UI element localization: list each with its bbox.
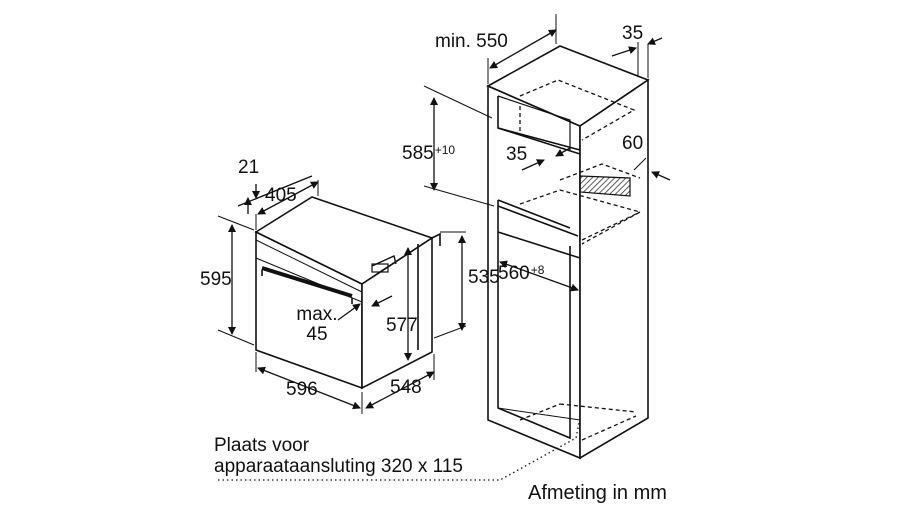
- cabinet-dim-585: 585+10: [402, 143, 456, 164]
- cabinet-hidden-lines: [519, 79, 642, 441]
- cabinet-dim-585-tol: +10: [434, 143, 456, 157]
- oven-dim-596: 596: [286, 379, 318, 400]
- oven-max-label: max. 45: [290, 305, 344, 345]
- oven-dim-21: 21: [238, 157, 260, 178]
- cabinet-dim-60: 60: [622, 133, 644, 154]
- cabinet-dim-35-inner: 35: [506, 144, 528, 165]
- cabinet-dimensions: [423, 14, 671, 292]
- units-caption: Afmeting in mm: [528, 482, 667, 504]
- oven-dim-548: 548: [390, 377, 422, 398]
- oven-dim-595: 595: [200, 269, 232, 290]
- oven-dim-405: 405: [265, 185, 297, 206]
- connection-note-line1: Plaats voor: [214, 435, 310, 456]
- oven-dimensions: [217, 175, 467, 414]
- cabinet-dim-560: 560+8: [498, 263, 545, 284]
- oven-drawing: [254, 196, 441, 390]
- cabinet-dim-585-value: 585: [402, 143, 434, 164]
- connection-area: [579, 175, 631, 197]
- note-leader: [218, 417, 581, 481]
- oven-max-value: 45: [306, 324, 328, 345]
- cabinet-dim-560-tol: +8: [530, 263, 545, 277]
- oven-dim-535: 535: [468, 267, 500, 288]
- cabinet-dim-min550: min. 550: [435, 31, 508, 52]
- connection-note-line2: apparaataansluting 320 x 115: [214, 456, 463, 477]
- cabinet-side: [579, 78, 649, 460]
- cabinet-dim-35-top: 35: [622, 23, 644, 44]
- oven-max-text: max.: [296, 304, 338, 325]
- cabinet-dim-560-value: 560: [498, 263, 530, 284]
- oven-dim-577: 577: [386, 315, 418, 336]
- cabinet-drawing: [486, 45, 650, 460]
